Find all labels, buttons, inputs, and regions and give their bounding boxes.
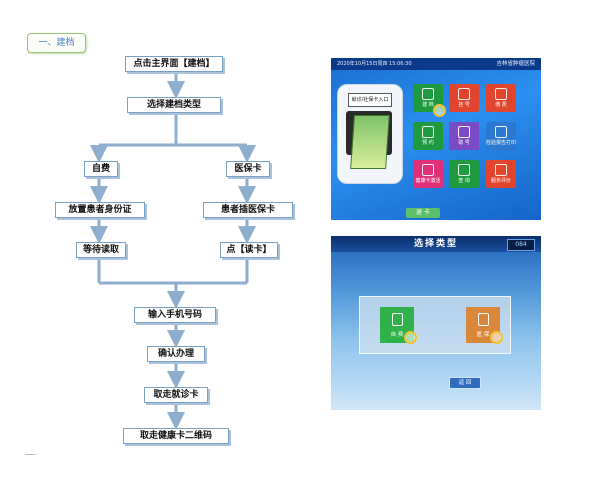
tile-appointment-label: 挂 号 — [458, 102, 470, 108]
tile-take-number-label: 取 号 — [458, 140, 470, 146]
tile-evaluation-label: 服务评价 — [490, 178, 511, 184]
ticket-icon — [458, 88, 470, 100]
tile-register-label: 建 档 — [422, 102, 434, 108]
step-phone: 输入手机号码 — [134, 307, 216, 323]
branch-right-step1: 患者插医保卡 — [203, 202, 293, 218]
card-icon — [422, 164, 434, 176]
tile-lab-report[interactable]: 检验报告打印 — [486, 122, 516, 150]
phone-icon — [391, 313, 403, 326]
id-card-icon — [422, 88, 434, 100]
option-insurance-label: 医 保 — [476, 332, 490, 338]
tile-payment[interactable]: 缴 费 — [486, 84, 516, 112]
tile-query-label: 查 询 — [458, 178, 470, 184]
branch-left-label: 自费 — [84, 161, 118, 177]
shield-icon — [477, 313, 489, 326]
monitor-icon — [422, 126, 434, 138]
branch-left-step2: 等待读取 — [76, 242, 126, 258]
option-self-pay-label: 自 费 — [390, 332, 404, 338]
kiosk-main-screen: 2020年10月15日周四 15:06:30 吉林省肿瘤医院 就诊/社保卡入口 … — [331, 58, 541, 220]
kiosk-hospital-name: 吉林省肿瘤医院 — [496, 61, 535, 67]
card-reader: 就诊/社保卡入口 — [337, 84, 403, 184]
tile-reserve-label: 预 约 — [422, 140, 434, 146]
tap-hand-icon — [433, 104, 446, 117]
tile-evaluation[interactable]: 服务评价 — [486, 160, 516, 188]
chat-icon — [495, 164, 507, 176]
tap-hand-icon — [404, 331, 417, 344]
select-type-screen: 选择类型 084 自 费 医 保 返 回 — [331, 236, 541, 410]
step-confirm: 确认办理 — [147, 346, 205, 362]
search-icon — [458, 164, 470, 176]
step-start: 点击主界面【建档】 — [125, 56, 223, 72]
kiosk-datetime: 2020年10月15日周四 15:06:30 — [337, 61, 412, 67]
select-header: 选择类型 084 — [331, 236, 541, 252]
step-choose-type: 选择建档类型 — [127, 97, 221, 113]
calendar-icon — [458, 126, 470, 138]
tile-take-number[interactable]: 取 号 — [449, 122, 479, 150]
step-take-qr: 取走健康卡二维码 — [123, 428, 229, 444]
card-reader-label: 就诊/社保卡入口 — [348, 93, 392, 107]
kiosk-status-bar: 2020年10月15日周四 15:06:30 吉林省肿瘤医院 — [331, 58, 541, 70]
section-tag: 一、建档 — [27, 33, 86, 53]
step-take-card: 取走就诊卡 — [144, 387, 208, 403]
tile-appointment[interactable]: 挂 号 — [449, 84, 479, 112]
tile-lab-report-label: 检验报告打印 — [486, 140, 517, 146]
eject-card-button[interactable]: 退 卡 — [406, 208, 440, 218]
payment-icon — [495, 88, 507, 100]
select-title: 选择类型 — [413, 239, 458, 249]
tap-hand-icon — [490, 331, 503, 344]
tile-health-card-label: 健康卡激活 — [415, 178, 441, 184]
tile-health-card[interactable]: 健康卡激活 — [413, 160, 443, 188]
health-card-icon — [350, 115, 390, 169]
divider — [25, 454, 35, 455]
branch-left-step1: 放置患者身份证 — [55, 202, 145, 218]
tile-query[interactable]: 查 询 — [449, 160, 479, 188]
tile-reserve[interactable]: 预 约 — [413, 122, 443, 150]
countdown: 084 — [507, 239, 535, 251]
option-panel: 自 费 医 保 — [359, 296, 511, 354]
branch-right-label: 医保卡 — [226, 161, 270, 177]
flowchart-connectors — [90, 72, 256, 430]
branch-right-step2: 点【读卡】 — [220, 242, 278, 258]
back-button[interactable]: 返 回 — [449, 377, 481, 389]
tile-payment-label: 缴 费 — [495, 102, 507, 108]
report-icon — [495, 126, 507, 138]
